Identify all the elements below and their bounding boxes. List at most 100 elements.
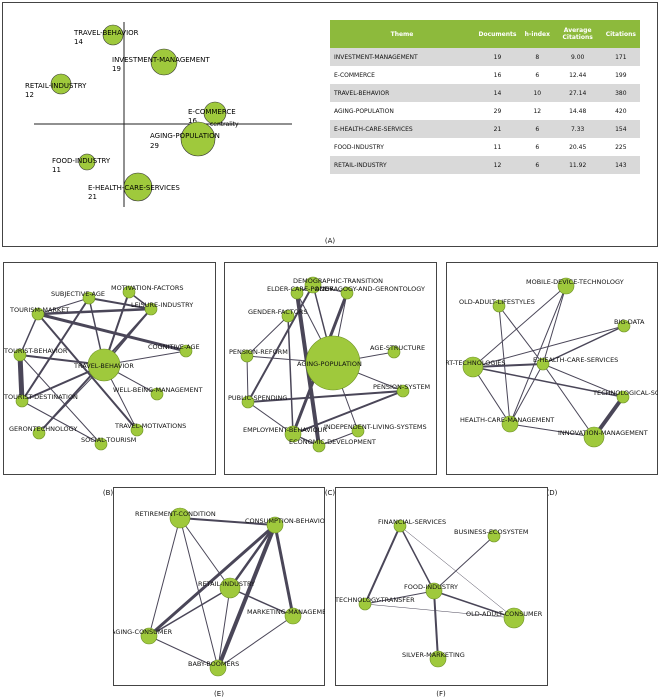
network-edge	[148, 587, 231, 637]
bubble-count: 12	[25, 91, 34, 99]
network-edge	[542, 363, 595, 438]
network-node	[240, 349, 254, 363]
network-node	[32, 426, 46, 440]
bubble-travel-behavior	[102, 24, 124, 46]
network-node	[312, 439, 326, 453]
column-header: Documents	[474, 20, 521, 48]
network-node-label: ELDER-CARE-POLICY	[267, 285, 333, 293]
network-edge	[542, 285, 567, 365]
network-edge	[273, 523, 295, 618]
network-node-label: INNOVATION-MANAGEMENT	[558, 429, 648, 437]
network-node-label: COGNITIVE-AGE	[148, 343, 200, 351]
network-node-label: SMART-TECHNOLOGIES	[446, 359, 506, 367]
network-edge	[147, 523, 277, 638]
network-node-label: PENSION-REFORM	[229, 348, 288, 356]
network-node-label: AGING-CONSUMER	[113, 628, 173, 636]
network-edge	[472, 285, 567, 368]
table-cell: 154	[601, 120, 640, 138]
network-node	[82, 291, 96, 305]
network-node-label: TRAVEL-MOTIVATIONS	[114, 422, 186, 430]
table-cell: AGING-POPULATION	[334, 107, 394, 115]
bubble-retail-industry	[50, 73, 72, 95]
network-node	[284, 607, 302, 625]
table-cell: 14.48	[569, 107, 587, 115]
network-node-label: TOURIST-DESTINATION	[3, 393, 78, 401]
network-node-label: AGING-POPULATION	[297, 360, 362, 368]
network-node-label: OLD-ADULT-LIFESTYLES	[459, 298, 535, 306]
network-edge	[217, 615, 294, 669]
network-edge	[246, 355, 249, 403]
network-node	[583, 426, 605, 448]
network-node	[281, 309, 295, 323]
network-edge	[17, 352, 25, 404]
network-node	[387, 345, 401, 359]
network-node	[396, 384, 410, 398]
network-node-label: TOURISM-MARKET	[9, 306, 69, 314]
overlap-label: centrality	[210, 121, 239, 128]
network-edge	[36, 307, 153, 316]
column-header: h-index	[520, 20, 554, 48]
table-header-row: Theme Documents h-index Average Citation…	[330, 20, 640, 48]
network-edge	[88, 297, 152, 310]
network-node-label: PUBLIC-SPENDING	[228, 394, 287, 402]
network-edge	[364, 590, 435, 605]
network-edge	[433, 590, 439, 660]
network-node-label: TECHNOLOGICAL-SOLUTION	[592, 389, 658, 397]
table-cell: 12	[533, 107, 542, 115]
network-node	[219, 577, 241, 599]
bubble-count: 19	[112, 65, 121, 73]
network-node	[130, 423, 144, 437]
network-b: MOTIVATION-FACTORSSUBJECTIVE-AGELEISURE-…	[3, 284, 202, 451]
network-node	[305, 335, 361, 391]
bubble-label: FOOD-INDUSTRY	[52, 157, 111, 165]
network-node-label: ECONOMIC-DEVELOPMENT	[289, 438, 376, 446]
table-row: INVESTMENT-MANAGEMENT 19 8 9.00 171	[330, 48, 640, 66]
network-edge	[148, 635, 219, 669]
table-cell: 6	[535, 143, 540, 151]
table-cell: 11.92	[553, 156, 602, 174]
network-node	[122, 285, 136, 299]
network-node	[15, 394, 29, 408]
table-cell: 10	[520, 84, 554, 102]
bubble-count: 11	[52, 166, 61, 174]
table-row: FOOD-INDUSTRY 11 6 20.45 225	[330, 138, 640, 156]
network-node	[179, 344, 193, 358]
table-cell: 6	[535, 71, 540, 79]
table-cell: 6	[520, 156, 554, 174]
bubble-food-industry	[78, 153, 96, 171]
network-node	[501, 415, 519, 433]
network-node-label: TOURIST-BEHAVIOR	[3, 347, 68, 355]
caption-d: (D)	[546, 489, 558, 497]
network-node-label: LEISURE-INDUSTRY	[131, 301, 193, 309]
network-edge	[509, 285, 567, 425]
table-cell: INVESTMENT-MANAGEMENT	[330, 48, 474, 66]
network-edge	[247, 390, 404, 403]
network-node-label: FINANCIAL-SERVICES	[378, 518, 446, 526]
network-node	[503, 607, 525, 629]
network-node-label: SUBJECTIVE-AGE	[51, 290, 105, 298]
network-node-label: GENDER-FACTORS	[248, 308, 307, 316]
network-edge	[287, 315, 294, 435]
bubble-aging-population	[180, 121, 216, 157]
network-edge	[19, 354, 102, 445]
network-edge	[498, 305, 544, 365]
network-node-label: TECHNOLOGY-TRANSFER	[335, 596, 415, 604]
network-edge	[179, 517, 276, 526]
network-node	[393, 519, 407, 533]
network-node-label: SOCIAL-TOURISM	[81, 436, 136, 444]
table-cell: 14	[474, 84, 521, 102]
table-cell: TRAVEL-BEHAVIOR	[330, 84, 474, 102]
network-node	[429, 650, 447, 668]
strategic-diagram: TRAVEL-BEHAVIOR 14 INVESTMENT-MANAGEMENT…	[25, 22, 292, 207]
network-edge	[246, 315, 289, 357]
network-node-label: PENSION-SYSTEM	[373, 383, 430, 391]
network-node-label: FOOD-INDUSTRY	[404, 583, 458, 591]
table-row: AGING-POPULATION 29 12 14.48 420	[330, 102, 640, 120]
network-edge	[36, 312, 188, 353]
network-edge	[472, 363, 544, 368]
network-node-label: EMPLOYMENT-BEHAVIOUR	[243, 426, 328, 434]
network-node	[492, 299, 506, 313]
column-header: Citations	[601, 20, 640, 48]
network-node	[487, 529, 501, 543]
network-node	[94, 437, 108, 451]
